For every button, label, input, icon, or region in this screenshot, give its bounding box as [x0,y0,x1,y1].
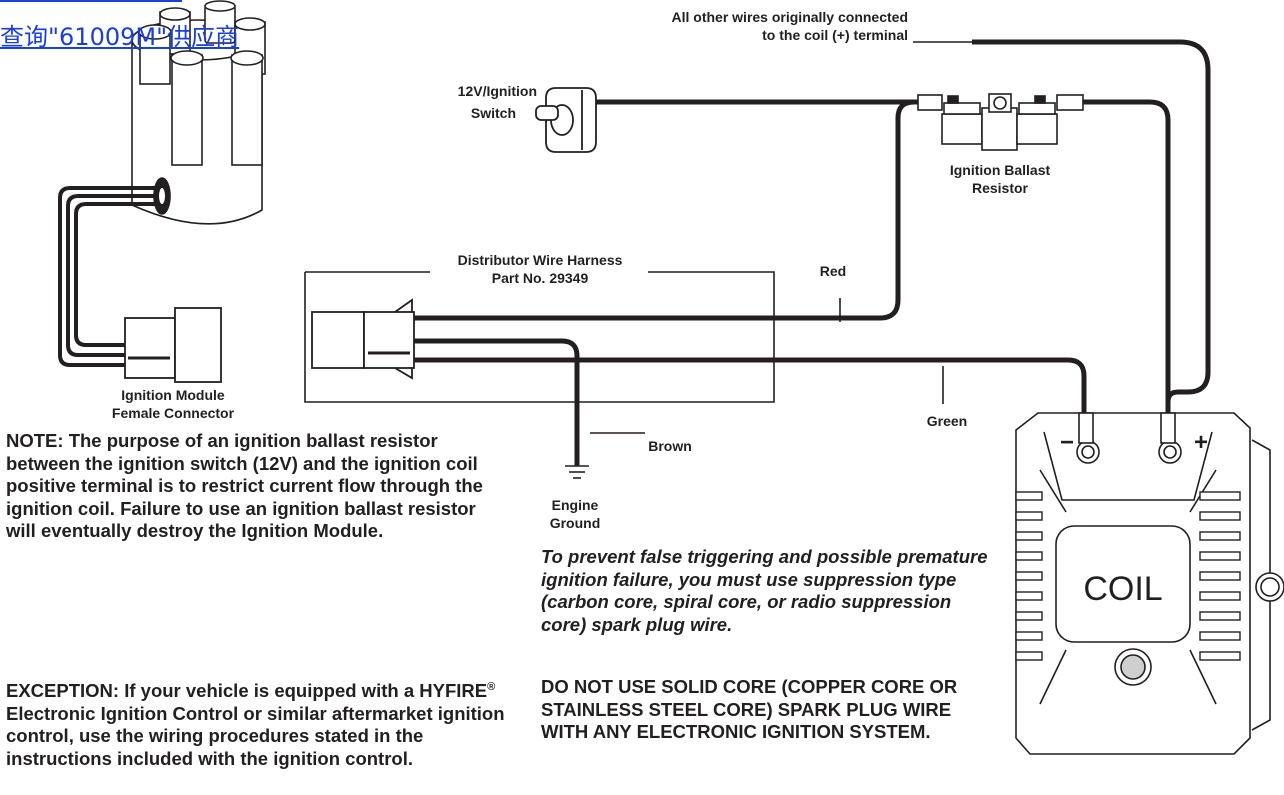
switch-label-1: 12V/Ignition [458,83,537,99]
watermark-rule [0,0,182,2]
green-label: Green [927,413,967,429]
other-wires-label-1: All other wires originally connected [672,9,909,25]
other-wires-label-2: to the coil (+) terminal [762,27,908,43]
red-label: Red [820,263,846,279]
green-wire [414,357,1087,413]
coil-fins-right [1199,491,1241,661]
red-wire [414,99,918,321]
module-label-1: Ignition Module [121,387,225,403]
distributor-cap [131,0,266,225]
coil-label: COIL [1083,570,1162,608]
brown-wire [414,338,580,466]
supplier-watermark-link[interactable]: 查询"61009M"供应商 [0,23,240,51]
exception-text-rest: Electronic Ignition Control or similar a… [6,702,505,769]
registered-mark: ® [487,681,496,693]
exception-text: EXCEPTION: If your vehicle is equipped w… [6,680,488,702]
module-label-2: Female Connector [112,405,235,421]
ground-symbol [565,465,589,479]
switch-label-2: Switch [471,105,516,121]
ballast-note: NOTE: The purpose of an ignition ballast… [6,430,483,541]
module-connector [124,307,222,383]
exception-note: EXCEPTION: If your vehicle is equipped w… [6,676,506,770]
harness-bracket [304,271,775,403]
other-wires [972,39,1211,413]
coil-fins-left [1015,491,1043,661]
ballast-to-coil-wire [1083,99,1171,413]
solid-core-warning: DO NOT USE SOLID CORE (COPPER CORE OR ST… [541,676,958,742]
harness-label-2: Part No. 29349 [492,270,589,286]
ignition-coil [1015,412,1284,755]
ground-label-2: Ground [550,515,601,531]
distributor-wires [58,186,158,367]
ballast-label-2: Resistor [972,180,1029,196]
coil-minus-sign: − [1060,429,1074,456]
ballast-label-1: Ignition Ballast [950,162,1051,178]
coil-plus-sign: + [1194,429,1208,456]
ground-label-1: Engine [552,497,599,513]
suppression-warning: To prevent false triggering and possible… [541,546,988,635]
ignition-switch [535,87,597,153]
harness-connector [311,298,415,380]
brown-label: Brown [648,438,692,454]
ballast-resistor [917,93,1084,151]
harness-label-1: Distributor Wire Harness [458,252,623,268]
